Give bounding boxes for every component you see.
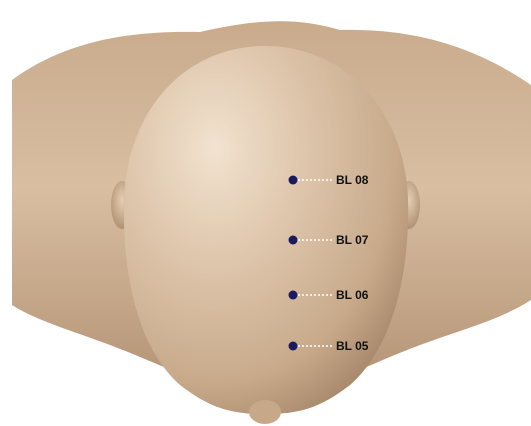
head [124, 46, 408, 414]
point-label: BL 05 [336, 339, 369, 353]
point-marker [289, 291, 298, 300]
point-marker [289, 236, 298, 245]
point-label: BL 08 [336, 173, 369, 187]
point-label: BL 07 [336, 233, 369, 247]
point-label: BL 06 [336, 288, 369, 302]
point-marker [289, 342, 298, 351]
nose-tip [249, 400, 281, 424]
point-marker [289, 176, 298, 185]
